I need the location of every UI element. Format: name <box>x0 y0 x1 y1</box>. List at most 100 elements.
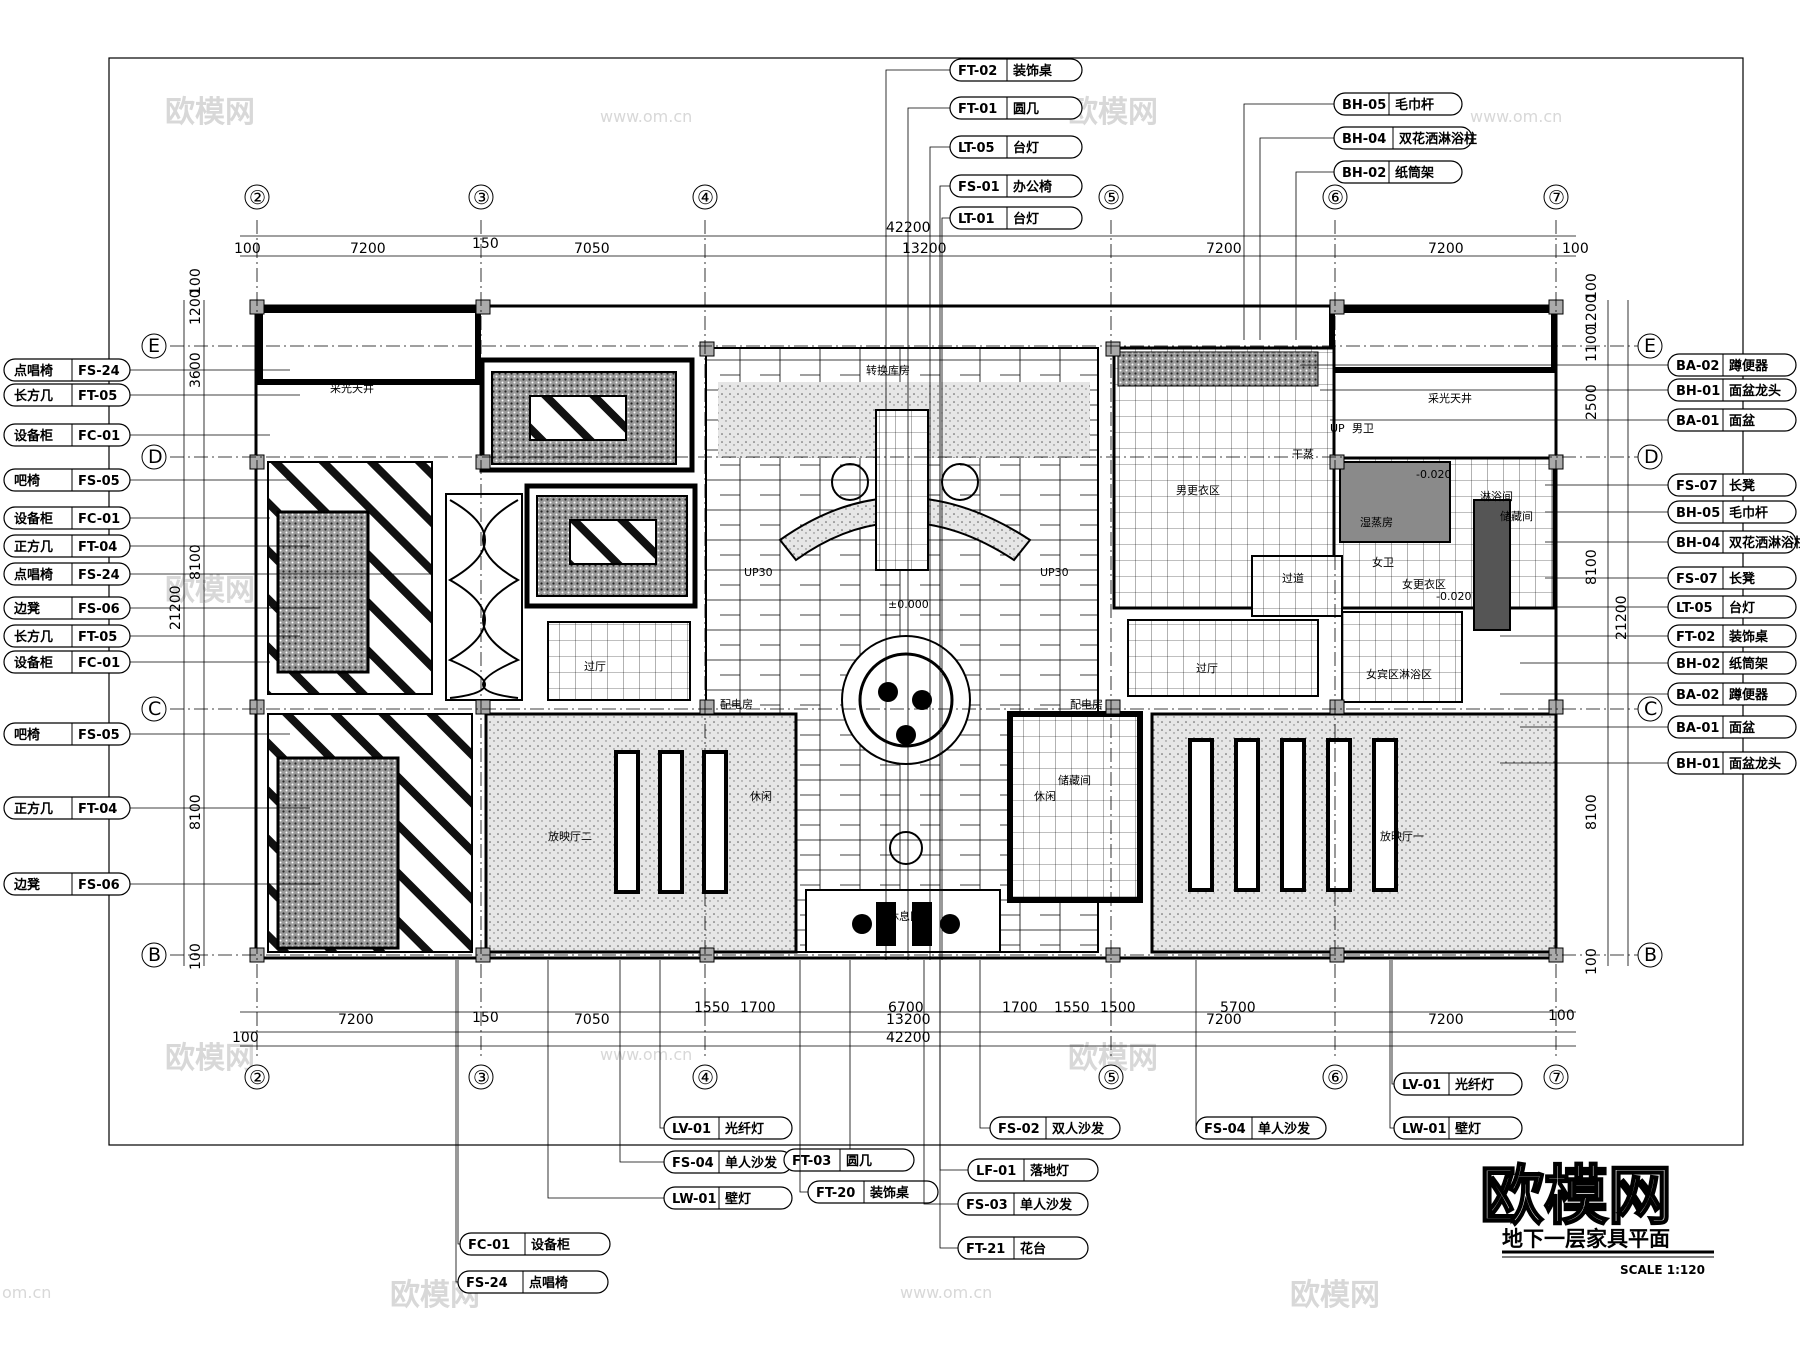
bottom-tag-second: 圆几 <box>846 1154 872 1169</box>
right-tag-second: 台灯 <box>1729 600 1755 616</box>
leader-line <box>784 960 851 1161</box>
grid-lines <box>170 220 1640 1060</box>
leader-line <box>1391 960 1394 1085</box>
leader-line <box>1243 103 1334 340</box>
tag-box <box>3 872 131 896</box>
dim-left: 1200 <box>188 289 204 325</box>
axis-bubble <box>1637 942 1663 968</box>
top-right-tag-second: 纸筒架 <box>1395 165 1434 181</box>
top-tag-box <box>949 96 1083 120</box>
storage-room <box>1007 711 1143 903</box>
leader-line <box>885 69 950 960</box>
axis-bubble <box>141 333 167 359</box>
left-tag-code: FS-24 <box>78 568 120 583</box>
top-tag-second: 办公椅 <box>1013 179 1052 195</box>
left-tag-code: FT-04 <box>78 540 117 555</box>
axis-label-col: ② <box>249 1067 266 1089</box>
bottom-tag-box <box>1393 1072 1523 1096</box>
room-label: 休闲 <box>750 789 772 803</box>
dim-top: 7200 <box>350 241 386 257</box>
bottom-tag-first: FS-02 <box>998 1122 1040 1137</box>
dim-bottom: 7200 <box>1206 1012 1242 1028</box>
left-tag-label: 设备柜 <box>14 511 53 527</box>
dim-left: 100 <box>188 268 204 295</box>
chair <box>912 690 932 710</box>
logo-watermark: 欧模网 <box>1480 1160 1672 1234</box>
axis-label-row: D <box>1644 446 1659 468</box>
cinema-seats-left <box>614 750 728 894</box>
table <box>569 519 657 565</box>
right-tag-first: BH-05 <box>1676 506 1720 521</box>
top-tag-box <box>949 206 1083 230</box>
watermark-url: www.om.cn <box>1470 107 1562 126</box>
bottom-tag-second: 落地灯 <box>1030 1163 1069 1179</box>
left-tag-label: 设备柜 <box>14 428 53 444</box>
bottom-tag-first: FS-03 <box>966 1198 1008 1213</box>
watermark-url: www.om.cn <box>900 1283 992 1302</box>
top-tag-box <box>949 58 1083 82</box>
right-tag-box <box>1667 566 1797 590</box>
dim-top: 7200 <box>1206 241 1242 257</box>
axis-bubble <box>1637 696 1663 722</box>
left-tag-label: 吧椅 <box>14 473 40 489</box>
cinema-room-2 <box>484 712 798 954</box>
right-tag-box <box>1667 715 1797 739</box>
bottom-tag-second: 双人沙发 <box>1052 1121 1105 1137</box>
chair <box>896 725 916 745</box>
leader-line <box>1259 137 1334 340</box>
axis-bubble <box>1543 184 1569 210</box>
dim-right: 2500 <box>1584 384 1600 420</box>
left-tag-label: 正方几 <box>14 539 53 555</box>
left-tag-code: FC-01 <box>78 512 120 527</box>
left-tag-code: FT-05 <box>78 630 117 645</box>
dim-bottom-small: 150 <box>472 1010 499 1026</box>
top-tag-second: 台灯 <box>1013 211 1039 227</box>
leader-line <box>547 960 664 1199</box>
dim-bottom: 1550 <box>694 1000 730 1016</box>
room-label: 女卫 <box>1372 555 1394 569</box>
dim-bottom: 7200 <box>1428 1012 1464 1028</box>
right-tag-second: 长凳 <box>1729 478 1756 494</box>
leader-line <box>1389 960 1394 1129</box>
bench <box>1473 499 1511 631</box>
axis-label-row: C <box>148 698 161 720</box>
room-label: 男更衣区 <box>1176 483 1220 497</box>
bottom-tag-second: 单人沙发 <box>1258 1121 1311 1137</box>
right-tag-second: 面盆 <box>1729 413 1756 429</box>
watermark: 欧模网 <box>1068 95 1158 130</box>
building <box>249 299 1564 963</box>
leader-line <box>455 960 458 1283</box>
room-label: UP <box>1330 422 1345 435</box>
tag-box <box>3 534 131 558</box>
right-tag-first: BA-02 <box>1676 359 1719 374</box>
chair <box>878 682 898 702</box>
cinema-room-1 <box>1150 712 1558 954</box>
dim-right: 1200 <box>1584 294 1600 330</box>
left-tag-label: 设备柜 <box>14 655 53 671</box>
right-tag-second: 毛巾杆 <box>1729 505 1768 521</box>
left-tag-label: 长方几 <box>14 629 53 645</box>
tag-box <box>3 624 131 648</box>
axis-bubble <box>1098 184 1124 210</box>
leader-line <box>941 217 950 960</box>
axis-label-col: ⑦ <box>1548 187 1565 209</box>
room-label: 采光天井 <box>1428 391 1472 405</box>
top-tag-second: 台灯 <box>1013 140 1039 156</box>
room-label: 储藏间 <box>1058 773 1091 787</box>
dim-bottom-total: 42200 <box>886 1030 931 1046</box>
bottom-tag-first: FT-03 <box>792 1154 831 1169</box>
axis-bubble <box>1322 1064 1348 1090</box>
axis-label-row: B <box>148 944 161 966</box>
axis-bubble <box>244 1064 270 1090</box>
left-tag-code: FC-01 <box>78 429 120 444</box>
right-tag-first: BH-02 <box>1676 657 1720 672</box>
axis-label-col: ② <box>249 187 266 209</box>
bottom-tag-box <box>783 1148 915 1172</box>
room-label: 湿蒸房 <box>1360 516 1393 529</box>
lobby-right <box>1127 619 1319 697</box>
dim-right: 100 <box>1584 948 1600 975</box>
top-tag-first: LT-05 <box>958 141 995 156</box>
bottom-tag-first: LF-01 <box>976 1164 1016 1179</box>
left-tag-label: 点唱椅 <box>14 567 53 583</box>
